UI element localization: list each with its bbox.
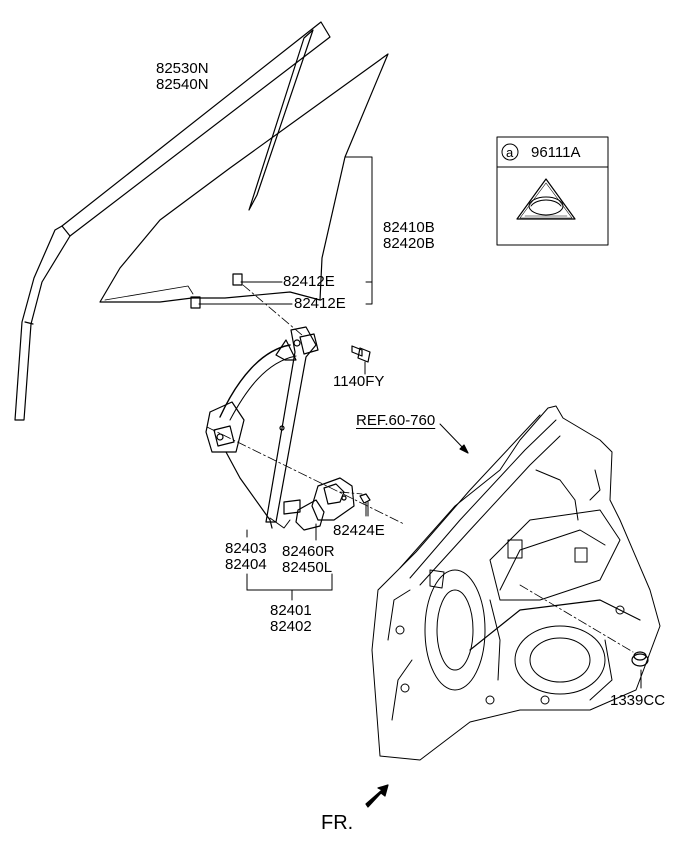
label-regulator-assy-2: 82402 — [270, 618, 312, 635]
front-arrow — [365, 784, 389, 808]
alignment-lines — [206, 284, 634, 653]
motor-drawing — [295, 477, 355, 531]
label-run-channel-1: 82530N — [156, 60, 209, 77]
legend-box — [496, 136, 609, 246]
bolt-drawing — [351, 345, 371, 369]
ref-arrow — [439, 423, 469, 454]
label-glass-clip-upper: 82412E — [283, 273, 335, 290]
warning-label-drawing — [516, 178, 576, 220]
label-motor-screw: 82424E — [333, 522, 385, 539]
label-front-indicator: FR. — [321, 812, 354, 834]
label-motor-1: 82460R — [282, 543, 335, 560]
glass-leaders — [198, 156, 373, 305]
screw-drawing — [359, 493, 371, 517]
door-glass-drawing — [99, 53, 389, 303]
label-bolt: 1140FY — [333, 373, 385, 390]
label-regulator-1: 82403 — [225, 540, 267, 557]
legend-part-number: 96111A — [531, 144, 581, 161]
window-regulator-drawing — [205, 326, 319, 529]
grommet-drawing — [631, 651, 649, 667]
label-ref-door-panel: REF.60-760 — [356, 412, 436, 429]
door-panel-drawing — [371, 405, 661, 761]
label-leaders — [246, 367, 642, 689]
door-glass-edge — [104, 285, 194, 301]
label-run-channel-2: 82540N — [156, 76, 209, 93]
label-glass-clip-lower: 82412E — [294, 295, 346, 312]
legend-letter: a — [506, 145, 514, 160]
label-door-glass-1: 82410B — [383, 219, 435, 236]
run-channel-drawing — [14, 21, 331, 421]
label-regulator-2: 82404 — [225, 556, 267, 573]
label-motor-2: 82450L — [282, 559, 333, 576]
legend-letter-circle — [501, 143, 519, 161]
label-door-glass-2: 82420B — [383, 235, 435, 252]
glass-clip-lower-drawing — [190, 296, 201, 309]
glass-clip-upper-drawing — [232, 273, 243, 286]
label-grommet: 1339CC — [610, 692, 666, 709]
label-regulator-assy-1: 82401 — [270, 602, 312, 619]
